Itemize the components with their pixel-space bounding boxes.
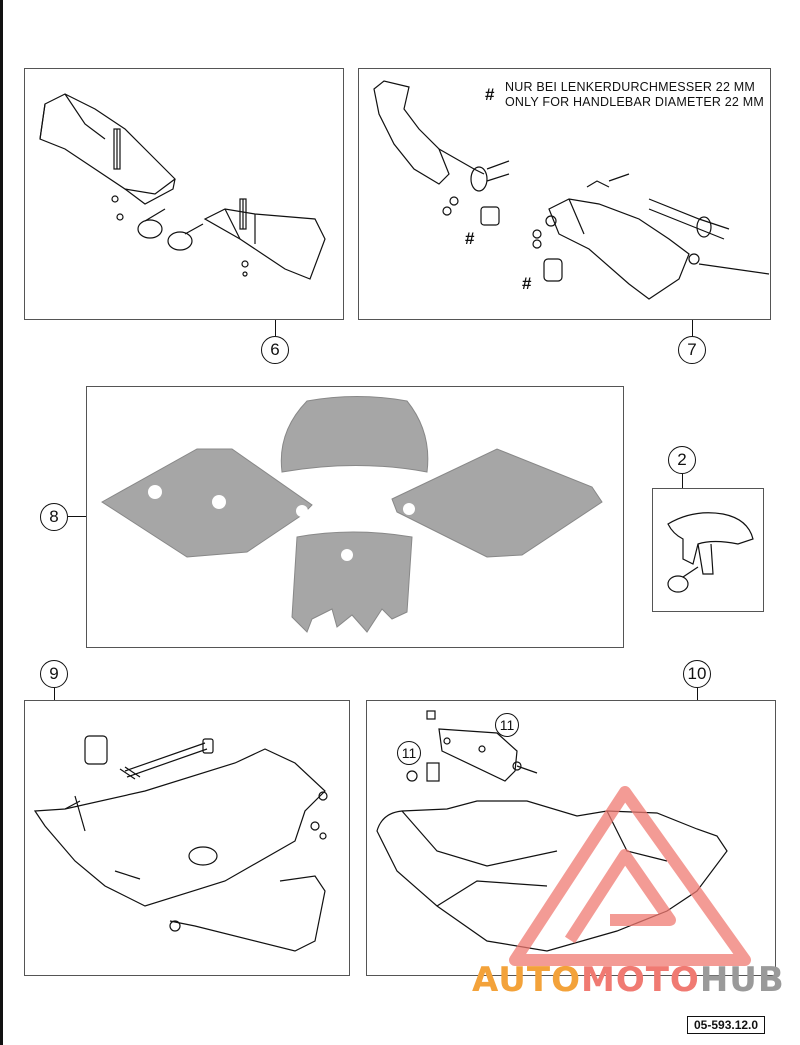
callout-8: 8 — [40, 503, 68, 531]
decal-bottom — [291, 531, 413, 633]
panel-handguards-22mm: # NUR BEI LENKERDURCHMESSER 22 MM ONLY F… — [358, 68, 771, 320]
note-hash: # — [485, 85, 495, 104]
watermark-auto: AUTO — [472, 960, 581, 1000]
decal-drawing — [101, 396, 603, 633]
decal-left — [101, 448, 313, 558]
callout-6: 6 — [261, 336, 289, 364]
callout-7: 7 — [678, 336, 706, 364]
panel-skid-plate: 11 11 — [366, 700, 776, 976]
decal-top — [280, 396, 429, 473]
handguard-22mm-drawing — [373, 80, 770, 300]
hash-marker-2: # — [522, 274, 532, 293]
decal-right — [391, 448, 603, 558]
fork-protector-drawing — [667, 512, 754, 593]
watermark-logo — [509, 786, 751, 966]
hash-marker-1: # — [465, 229, 475, 248]
watermark-text: AUTOMOTOHUB — [472, 960, 785, 1000]
panel-decal-set — [86, 386, 624, 648]
callout-2: 2 — [668, 446, 696, 474]
watermark-hub: HUB — [699, 960, 785, 1000]
note-en: ONLY FOR HANDLEBAR DIAMETER 22 MM — [505, 95, 764, 109]
document-number: 05-593.12.0 — [687, 1016, 766, 1034]
leader-9 — [54, 688, 55, 700]
handguard-drawing — [39, 93, 326, 280]
page-left-edge — [0, 0, 3, 1045]
note-de: NUR BEI LENKERDURCHMESSER 22 MM — [505, 80, 755, 94]
skid-plate-drawing — [376, 710, 728, 952]
callout-10: 10 — [683, 660, 711, 688]
leader-7 — [692, 320, 693, 336]
callout-11b: 11 — [397, 741, 421, 765]
callout-11a: 11 — [495, 713, 519, 737]
watermark-moto: MOTO — [580, 960, 700, 1000]
leader-10 — [697, 688, 698, 700]
leader-8 — [68, 516, 86, 517]
panel-fork-protector — [652, 488, 764, 612]
panel-handguards — [24, 68, 344, 320]
callout-9: 9 — [40, 660, 68, 688]
skid-plate-kit-drawing — [33, 735, 328, 952]
leader-6 — [275, 320, 276, 336]
panel-skid-plate-kit — [24, 700, 350, 976]
leader-2 — [682, 474, 683, 488]
